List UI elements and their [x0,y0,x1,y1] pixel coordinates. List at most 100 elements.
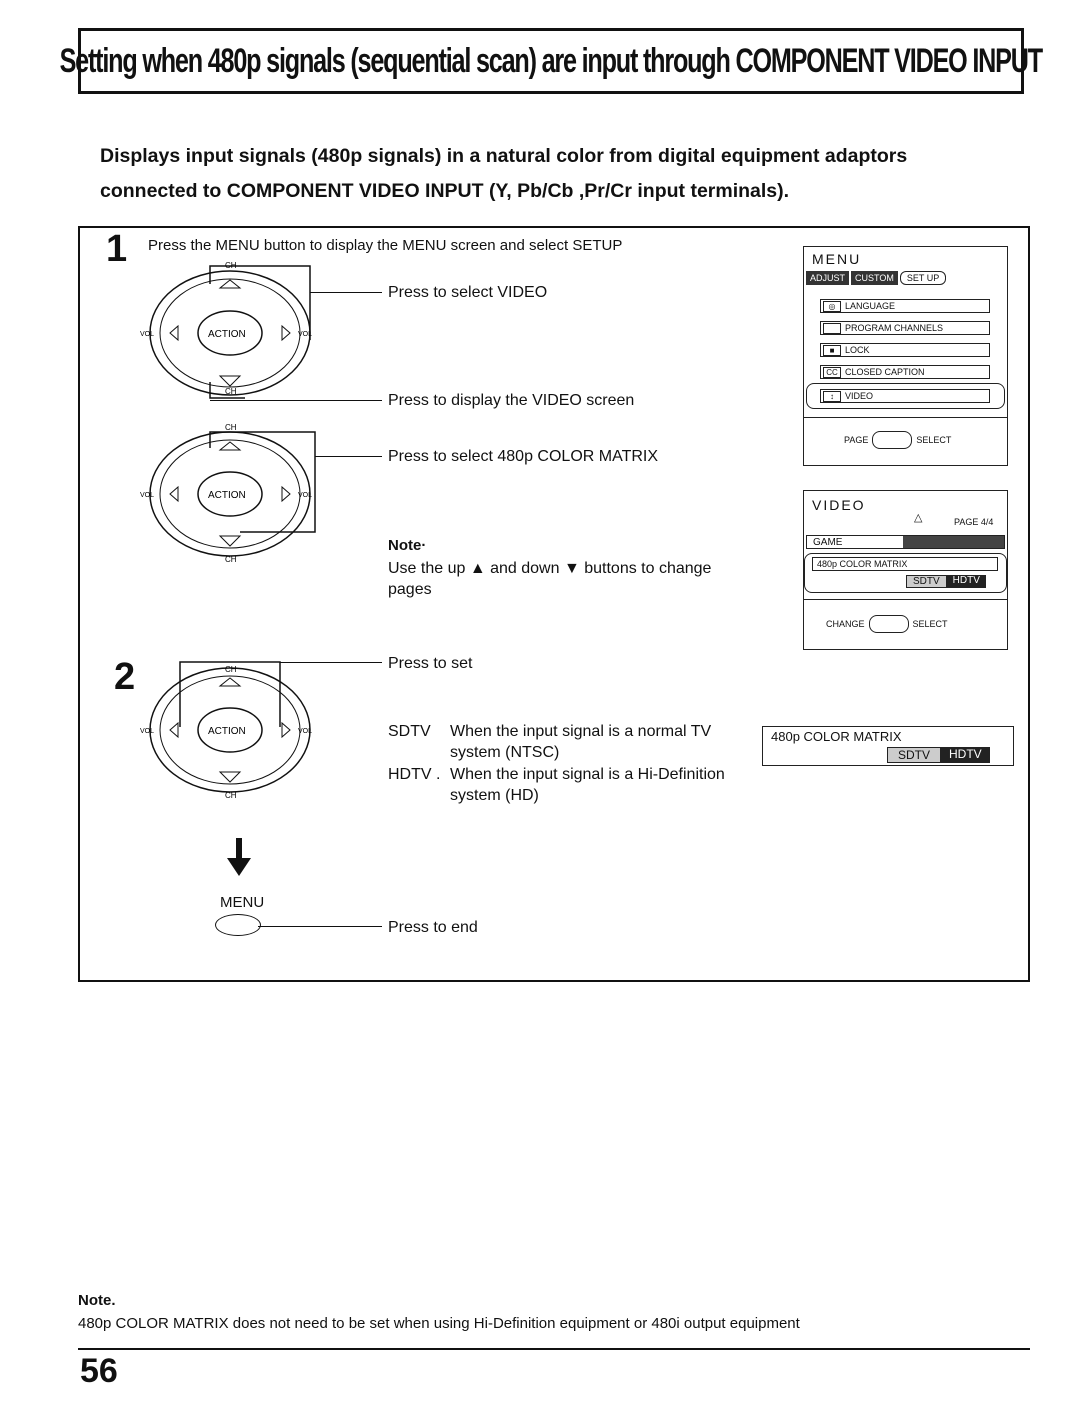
remote-vol-right-label: VOL [298,728,312,735]
footer-rule [78,1348,1030,1350]
action-button-label: ACTION [208,329,246,340]
remote-pad-2: CH CH VOL VOL ACTION [140,422,320,572]
up-arrow-icon: △ [914,512,923,524]
change-hint: CHANGE [826,619,865,629]
menu-button-label: MENU [220,894,265,911]
video-screen: VIDEO △ PAGE 4/4 GAME 480p COLOR MATRIX … [803,490,1008,650]
remote-vol-left-label: VOL [140,492,154,499]
tv-icon [823,322,841,334]
press-to-set: Press to set [388,655,473,672]
hdtv-option[interactable]: HDTV [946,575,986,588]
language-icon: ◎ [823,300,841,312]
menu-item-label: CLOSED CAPTION [845,367,925,377]
hdtv-label: HDTV . [388,766,441,783]
hdtv-desc-1: When the input signal is a Hi-Definition [450,766,725,783]
menu-screen-title: MENU [812,251,862,267]
remote-vol-right-label: VOL [298,331,312,338]
leader-line [280,662,382,663]
tab-setup[interactable]: SET UP [899,271,947,285]
matrix-panel-options: SDTV HDTV [887,747,990,763]
menu-screen: MENU ADJUST CUSTOM SET UP ◎ LANGUAGE PRO… [803,246,1008,466]
menu-item-program-channels[interactable]: PROGRAM CHANNELS [820,321,990,335]
menu-button[interactable] [215,914,261,936]
video-icon: ↕ [823,390,841,402]
press-select-video: Press to select VIDEO [388,284,548,301]
divider [804,417,1007,418]
sdtv-desc-2: system (NTSC) [450,744,560,761]
menu-item-label: PROGRAM CHANNELS [845,323,944,333]
subheading-line-1: Displays input signals (480p signals) in… [100,145,908,167]
menu-item-video[interactable]: ↕ VIDEO [820,389,990,403]
down-arrow-icon [224,838,254,883]
nav-pad-icon [868,615,909,633]
menu-item-label: LANGUAGE [845,301,896,311]
remote-ch-top-label: CH [225,423,237,432]
nav-pad-icon [872,431,913,449]
bottom-note-text: 480p COLOR MATRIX does not need to be se… [78,1315,800,1332]
remote-ch-bottom-label: CH [225,555,237,564]
selected-item-highlight [804,553,1007,593]
press-display-video: Press to display the VIDEO screen [388,392,635,409]
remote-pad-1: CH CH VOL VOL ACTION [140,258,320,408]
note-line-1: Use the up ▲ and down ▼ buttons to chang… [388,560,712,577]
divider [804,599,1007,600]
menu-tab-bar: ADJUST CUSTOM SET UP [806,269,1005,287]
leader-line [258,926,382,927]
page-hint: PAGE [844,435,869,445]
hdtv-desc-2: system (HD) [450,787,539,804]
menu-item-lock[interactable]: ■ LOCK [820,343,990,357]
leader-line [210,400,382,401]
video-screen-title: VIDEO [812,497,866,513]
instructions-box [78,226,1030,982]
hdtv-option[interactable]: HDTV [941,747,990,763]
step-1-instruction: Press the MENU button to display the MEN… [148,237,623,254]
remote-vol-right-label: VOL [298,492,312,499]
tab-adjust[interactable]: ADJUST [806,271,850,285]
tab-custom[interactable]: CUSTOM [851,271,898,285]
game-row[interactable]: GAME [806,535,1005,549]
page-number: 56 [80,1352,118,1390]
lock-icon: ■ [823,344,841,356]
step-2-number: 2 [114,656,136,698]
remote-ch-top-label: CH [225,261,237,270]
select-hint: SELECT [912,619,948,629]
sdtv-label: SDTV [388,723,431,740]
remote-ch-top-label: CH [225,665,237,674]
press-to-end: Press to end [388,919,478,936]
game-value-bar [903,536,1004,548]
matrix-row[interactable]: 480p COLOR MATRIX [812,557,998,571]
remote-pad-3: CH CH VOL VOL ACTION [140,652,320,802]
remote-vol-left-label: VOL [140,728,154,735]
select-hint: SELECT [916,435,952,445]
note-label: Note· [388,537,427,554]
menu-screen-footer: PAGE SELECT [844,431,951,449]
menu-item-label: VIDEO [845,391,874,401]
action-button-label: ACTION [208,726,246,737]
page-title: Setting when 480p signals (sequential sc… [59,41,1044,80]
sdtv-option[interactable]: SDTV [887,747,942,763]
leader-line [310,292,382,293]
game-label: GAME [813,536,843,548]
note-line-2: pages [388,581,432,598]
menu-item-label: LOCK [845,345,870,355]
matrix-panel-label: 480p COLOR MATRIX [771,729,902,744]
bottom-note-label: Note. [78,1292,116,1309]
matrix-panel: 480p COLOR MATRIX SDTV HDTV [762,726,1014,766]
page-indicator: PAGE 4/4 [954,517,994,527]
title-banner: Setting when 480p signals (sequential sc… [60,28,1043,94]
sdtv-option[interactable]: SDTV [906,575,947,588]
subheading-line-2: connected to COMPONENT VIDEO INPUT (Y, P… [100,180,790,202]
sdtv-desc-1: When the input signal is a normal TV [450,723,712,740]
menu-item-closed-caption[interactable]: CC CLOSED CAPTION [820,365,990,379]
step-1-number: 1 [106,228,128,270]
remote-ch-bottom-label: CH [225,387,237,396]
selected-item-highlight [806,383,1005,409]
cc-icon: CC [823,366,841,378]
press-select-matrix: Press to select 480p COLOR MATRIX [388,448,659,465]
menu-item-language[interactable]: ◎ LANGUAGE [820,299,990,313]
remote-vol-left-label: VOL [140,331,154,338]
action-button-label: ACTION [208,490,246,501]
matrix-options: SDTV HDTV [906,575,986,588]
remote-ch-bottom-label: CH [225,791,237,800]
leader-line [315,456,382,457]
